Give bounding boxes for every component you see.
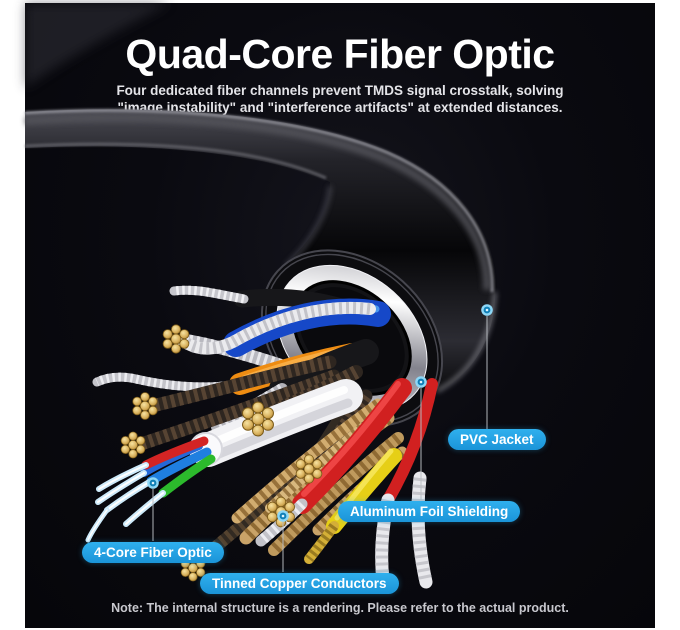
callout-connectors <box>152 316 488 572</box>
callout-label-pvc-jacket: PVC Jacket <box>448 429 546 450</box>
callout-label-tinned-copper-conductors: Tinned Copper Conductors <box>200 573 399 594</box>
wire-bundle <box>85 285 438 589</box>
callout-dot-pvc-jacket <box>481 304 493 316</box>
callout-label-aluminum-foil-shielding: Aluminum Foil Shielding <box>338 501 521 522</box>
callout-dots <box>147 304 493 522</box>
disclaimer-note: Note: The internal structure is a render… <box>111 601 569 615</box>
page-title: Quad-Core Fiber Optic <box>125 31 555 77</box>
callout-dot-tinned-copper <box>277 510 289 522</box>
fiber-sheath-red <box>141 436 209 470</box>
callout-label-4-core-fiber-optic: 4-Core Fiber Optic <box>82 542 224 563</box>
yellow-wire <box>326 448 402 534</box>
red-wire-right <box>382 378 438 506</box>
subtitle-line-1: Four dedicated fiber channels prevent TM… <box>116 83 564 98</box>
fiber-sheath-green <box>158 454 216 498</box>
red-wire <box>292 378 412 514</box>
subtitle: Four dedicated fiber channels prevent TM… <box>25 82 655 116</box>
corner-sheen <box>25 3 170 88</box>
subtitle-line-2: "image instability" and "interference ar… <box>117 100 563 115</box>
callout-dot-fiber-optic <box>147 477 159 489</box>
callout-dot-aluminum-foil <box>415 376 427 388</box>
